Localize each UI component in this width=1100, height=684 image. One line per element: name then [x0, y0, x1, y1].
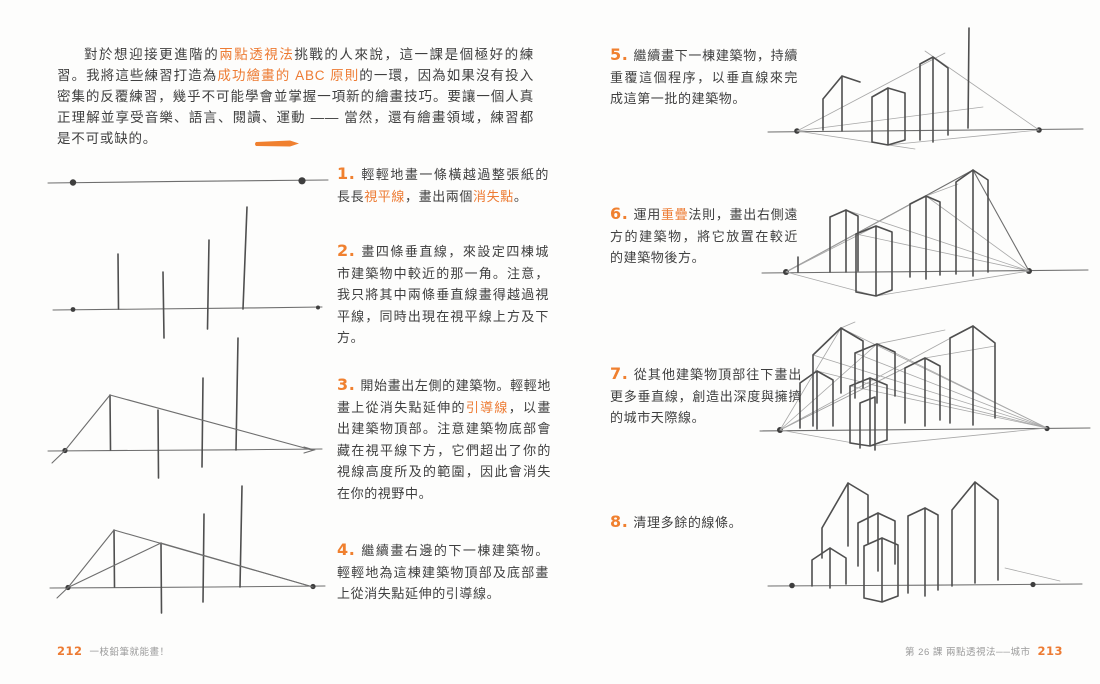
step-1-number: 1. — [337, 164, 356, 183]
step-3-sketch-guide-lines — [47, 337, 323, 479]
book-title: 一枝鉛筆就能畫！ — [89, 647, 170, 658]
step-7-text: 7.從其他建築物頂部往下畫出更多垂直線，創造出深度與擁擠的城市天際線。 — [610, 363, 802, 429]
step-3-text: 3.開始畫出左側的建築物。輕輕地畫上從消失點延伸的引導線，以畫出建築物頂部。注意… — [337, 374, 551, 504]
step-3-body: 開始畫出左側的建築物。輕輕地畫上從消失點延伸的引導線，以畫出建築物頂部。注意建築… — [337, 378, 551, 501]
step-4-number: 4. — [337, 540, 356, 559]
step-5-text: 5.繼續畫下一棟建築物，持續重覆這個程序，以垂直線來完成這第一批的建築物。 — [610, 44, 798, 110]
step-7-sketch-dense-skyline — [759, 321, 1091, 451]
step-5-number: 5. — [610, 45, 629, 64]
step-1-body: 輕輕地畫一條橫越過整張紙的長長視平線，畫出兩個消失點。 — [337, 167, 549, 204]
step-4-body: 繼續畫右邊的下一棟建築物。輕輕地為這棟建築物頂部及底部畫上從消失點延伸的引導線。 — [337, 543, 549, 601]
step-6-number: 6. — [610, 204, 629, 223]
page-number-right: 213 — [1037, 644, 1063, 658]
page-number-left: 212 — [57, 644, 83, 658]
step-2-text: 2.畫四條垂直線，來設定四棟城市建築物中較近的那一角。注意，我只將其中兩條垂直線… — [337, 240, 549, 349]
intro-paragraph: 對於想迎接更進階的兩點透視法挑戰的人來說，這一課是個極好的練習。我將這些練習打造… — [57, 47, 534, 146]
footer-right: 第 26 課 兩點透視法──城市 213 — [905, 644, 1063, 658]
pencil-arrow-icon — [255, 140, 299, 147]
step-4-text: 4.繼續畫右邊的下一棟建築物。輕輕地為這棟建築物頂部及底部畫上從消失點延伸的引導… — [337, 539, 549, 605]
footer-left: 212 一枝鉛筆就能畫！ — [57, 644, 170, 658]
step-2-body: 畫四條垂直線，來設定四棟城市建築物中較近的那一角。注意，我只將其中兩條垂直線畫得… — [337, 244, 549, 345]
step-8-sketch-clean-city — [767, 481, 1083, 603]
step-6-sketch-overlap-buildings — [761, 169, 1089, 297]
step-6-body: 運用重疊法則，畫出右側遠方的建築物，將它放置在較近的建築物後方。 — [610, 207, 798, 265]
step-5-sketch-first-buildings — [767, 27, 1084, 150]
step-1-text: 1.輕輕地畫一條橫越過整張紙的長長視平線，畫出兩個消失點。 — [337, 163, 549, 207]
step-4-sketch-guide-lines — [49, 485, 326, 614]
step-3-number: 3. — [337, 375, 356, 394]
step-7-number: 7. — [610, 364, 629, 383]
step-7-body: 從其他建築物頂部往下畫出更多垂直線，創造出深度與擁擠的城市天際線。 — [610, 367, 802, 425]
step-5-body: 繼續畫下一棟建築物，持續重覆這個程序，以垂直線來完成這第一批的建築物。 — [610, 48, 798, 106]
step-8-text: 8. 清理多餘的線條。 — [610, 511, 798, 534]
step-6-text: 6.運用重疊法則，畫出右側遠方的建築物，將它放置在較近的建築物後方。 — [610, 203, 798, 269]
step-2-number: 2. — [337, 241, 356, 260]
chapter-title: 第 26 課 兩點透視法──城市 — [905, 647, 1031, 658]
step-8-number: 8. — [610, 512, 629, 531]
step-8-body: 清理多餘的線條。 — [633, 515, 743, 530]
step-1-sketch-horizon-line — [47, 177, 329, 186]
step-2-sketch-vertical-lines — [52, 206, 323, 339]
vanishing-point-right — [298, 177, 306, 185]
vanishing-point-left — [69, 179, 77, 186]
